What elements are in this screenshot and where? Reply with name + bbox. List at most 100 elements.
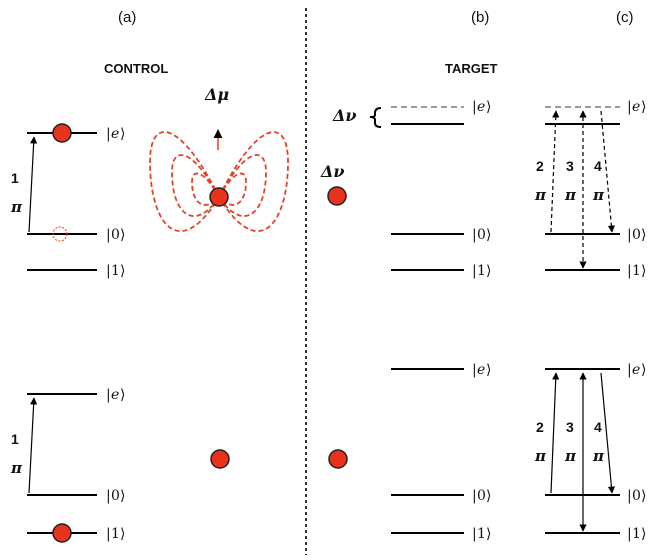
- control-lower-pulse-number: 1: [11, 431, 19, 447]
- svg-text:⟩: ⟩: [120, 387, 125, 403]
- svg-text:|: |: [106, 126, 111, 142]
- svg-text:⟩: ⟩: [120, 526, 125, 542]
- panel-label-b: (b): [471, 9, 489, 26]
- target-b-lower-ket-0: |0⟩: [472, 488, 491, 504]
- target-c-lower-ket-0: |0⟩: [627, 488, 646, 504]
- svg-text:1: 1: [632, 263, 641, 279]
- svg-text:0: 0: [477, 488, 486, 504]
- target-b-lower-levels: [391, 368, 464, 534]
- control-lower-ket-e: |e⟩: [106, 387, 125, 403]
- target-title: TARGET: [445, 61, 498, 76]
- delta-nu-bracket: [369, 107, 382, 128]
- delta-nu-shift-label: Δν: [332, 106, 357, 125]
- svg-text:⟩: ⟩: [486, 362, 491, 378]
- svg-text:1: 1: [111, 263, 120, 279]
- target-c-lower-pulse-4-number: 4: [594, 419, 602, 435]
- control-lower-free-atom: [210, 449, 230, 469]
- svg-text:⟩: ⟩: [486, 227, 491, 243]
- control-lower-ket-1: |1⟩: [106, 526, 125, 542]
- target-c-upper-ket-1: |1⟩: [627, 263, 646, 279]
- svg-text:⟩: ⟩: [120, 227, 125, 243]
- svg-text:|: |: [627, 99, 632, 115]
- svg-text:|: |: [627, 263, 632, 279]
- svg-text:⟩: ⟩: [486, 263, 491, 279]
- control-upper-ket-0: |0⟩: [106, 227, 125, 243]
- target-c-upper-pulse-3-pi: π: [564, 186, 577, 204]
- svg-text:1: 1: [632, 526, 641, 542]
- svg-text:⟩: ⟩: [120, 126, 125, 142]
- control-upper-pulse-number: 1: [11, 170, 19, 186]
- svg-text:0: 0: [477, 227, 486, 243]
- svg-text:⟩: ⟩: [486, 99, 491, 115]
- control-dipole-atom: [209, 187, 229, 207]
- target-c-lower-ket-1: |1⟩: [627, 526, 646, 542]
- target-b-lower-ket-1: |1⟩: [472, 526, 491, 542]
- svg-text:0: 0: [632, 488, 641, 504]
- target-c-upper-pulse-3-number: 3: [566, 158, 574, 174]
- svg-text:|: |: [106, 263, 111, 279]
- target-c-upper-pulse-arrows: [550, 110, 615, 269]
- svg-text:⟩: ⟩: [641, 263, 646, 279]
- control-lower-ket-0: |0⟩: [106, 488, 125, 504]
- panel-label-a: (a): [118, 9, 136, 26]
- panel-label-c: (c): [616, 9, 634, 26]
- svg-text:|: |: [106, 526, 111, 542]
- target-c-upper-pulse-2-number: 2: [536, 158, 544, 174]
- svg-text:e: e: [632, 99, 640, 115]
- control-atom-excited: [52, 123, 72, 143]
- svg-text:|: |: [472, 263, 477, 279]
- svg-text:⟩: ⟩: [641, 488, 646, 504]
- svg-text:|: |: [106, 488, 111, 504]
- target-b-upper-ket-1: |1⟩: [472, 263, 491, 279]
- svg-text:⟩: ⟩: [641, 362, 646, 378]
- delta-nu-atom-label: Δν: [320, 162, 345, 181]
- svg-text:|: |: [472, 526, 477, 542]
- control-upper-levels: [27, 132, 97, 271]
- svg-text:⟩: ⟩: [486, 488, 491, 504]
- target-c-lower-pulse-3-number: 3: [566, 419, 574, 435]
- svg-text:|: |: [472, 99, 477, 115]
- control-upper-ket-e: |e⟩: [106, 126, 125, 142]
- svg-text:|: |: [627, 526, 632, 542]
- svg-text:e: e: [111, 387, 119, 403]
- control-lower-levels: [27, 393, 97, 534]
- target-atom-upper: [327, 186, 347, 206]
- target-b-upper-ket-e: |e⟩: [472, 99, 491, 115]
- target-b-lower-ket-e: |e⟩: [472, 362, 491, 378]
- control-atom-ground: [52, 523, 72, 543]
- svg-text:⟩: ⟩: [486, 526, 491, 542]
- target-c-lower-pulse-2-number: 2: [536, 419, 544, 435]
- svg-text:1: 1: [477, 263, 486, 279]
- svg-text:e: e: [477, 99, 485, 115]
- dipole-field-lines: [149, 131, 289, 232]
- control-upper-pulse-pi: π: [10, 198, 23, 216]
- control-upper-ket-1: |1⟩: [106, 263, 125, 279]
- target-b-upper-ket-0: |0⟩: [472, 227, 491, 243]
- control-lower-pulse-pi: π: [10, 459, 23, 477]
- target-c-upper-pulse-4-pi: π: [592, 186, 605, 204]
- svg-text:0: 0: [632, 227, 641, 243]
- target-c-lower-pulse-arrows: [550, 372, 615, 532]
- target-b-upper-levels: [391, 123, 464, 271]
- target-c-upper-ket-e: |e⟩: [627, 99, 646, 115]
- svg-text:|: |: [627, 362, 632, 378]
- control-upper-pulse-arrow: [28, 136, 38, 233]
- svg-text:|: |: [106, 387, 111, 403]
- svg-text:⟩: ⟩: [641, 99, 646, 115]
- svg-text:e: e: [632, 362, 640, 378]
- svg-text:|: |: [627, 488, 632, 504]
- svg-text:e: e: [477, 362, 485, 378]
- svg-text:1: 1: [111, 526, 120, 542]
- control-lower-pulse-arrow: [28, 397, 38, 494]
- svg-text:⟩: ⟩: [120, 488, 125, 504]
- svg-text:⟩: ⟩: [120, 263, 125, 279]
- target-c-lower-pulse-4-pi: π: [592, 447, 605, 465]
- svg-text:1: 1: [477, 526, 486, 542]
- control-atom-ghost: [52, 226, 68, 242]
- svg-text:|: |: [472, 488, 477, 504]
- svg-text:|: |: [106, 227, 111, 243]
- svg-text:0: 0: [111, 227, 120, 243]
- target-atom-lower: [328, 449, 348, 469]
- target-c-lower-pulse-3-pi: π: [564, 447, 577, 465]
